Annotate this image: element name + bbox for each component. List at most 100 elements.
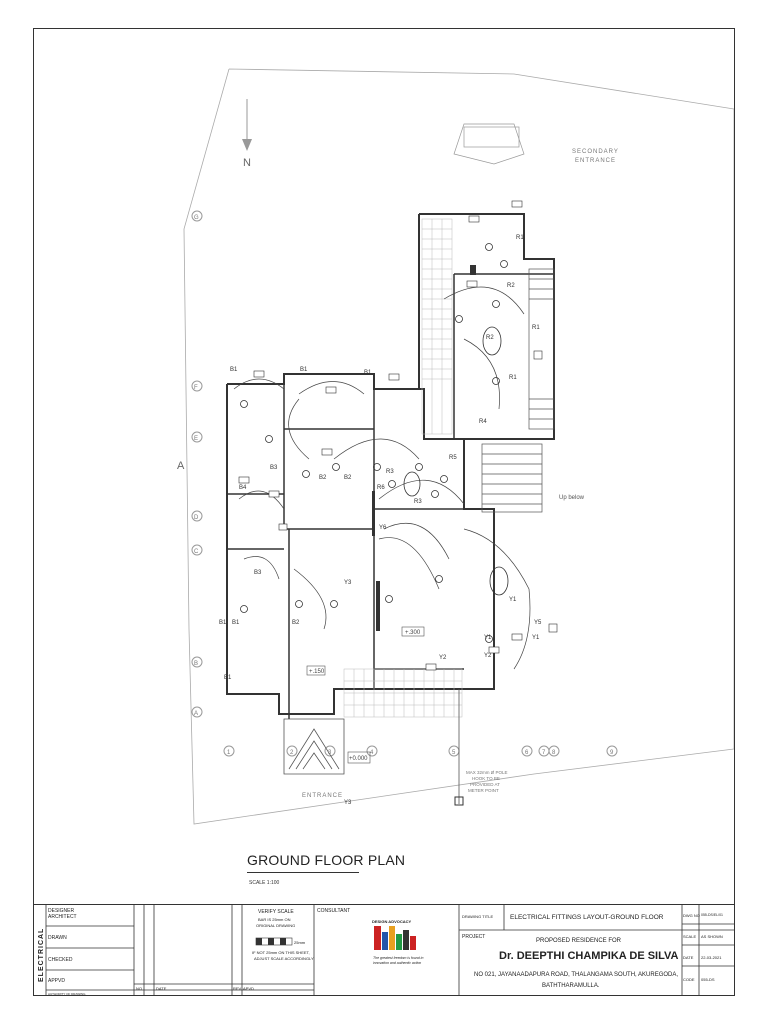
svg-text:2: 2 (290, 750, 294, 756)
svg-text:B3: B3 (270, 465, 278, 471)
svg-text:5: 5 (452, 750, 456, 756)
svg-text:B1: B1 (364, 370, 372, 376)
site-boundary (183, 68, 734, 825)
scale-label: SCALE (683, 934, 697, 939)
svg-text:Y2: Y2 (484, 653, 492, 659)
date-label: DATE (683, 955, 694, 960)
svg-text:E: E (194, 436, 198, 442)
row-drawn: DRAWN (48, 935, 67, 941)
dwg-no: 055-DS/EL/01 (701, 913, 723, 917)
north-arrow: N (242, 99, 252, 169)
rev-rev: REV (233, 986, 242, 991)
row-authority: AUTHORITY OF DRAWING (48, 992, 86, 996)
svg-text:R1: R1 (532, 325, 540, 331)
scale-value: AS SHOWN (701, 934, 723, 939)
drawing-title: ELECTRICAL FITTINGS LAYOUT-GROUND FLOOR (510, 914, 664, 921)
svg-text:Y1: Y1 (509, 597, 517, 603)
svg-text:Y6: Y6 (379, 525, 387, 531)
svg-text:Y2: Y2 (439, 655, 447, 661)
dwg-no-label: DWG NO (683, 913, 700, 918)
grid-letters: G F E D C B A (191, 210, 203, 718)
plan-title-underline (247, 872, 359, 873)
svg-text:R2: R2 (486, 335, 494, 341)
north-label: N (243, 157, 251, 169)
grid-numbers: 1 2 3 4 5 6 7 8 9 (223, 745, 618, 757)
svg-text:8: 8 (552, 750, 556, 756)
svg-text:B1: B1 (230, 367, 238, 373)
logo-text: DESIGN ADVOCACY (372, 919, 412, 924)
svg-text:Y3: Y3 (344, 580, 352, 586)
level-2: +.150 (309, 669, 325, 675)
svg-text:Y1: Y1 (532, 635, 540, 641)
secondary-entrance-line2: ENTRANCE (575, 158, 616, 164)
title-block-grid: The greatest freedom is found in innovat… (38, 904, 734, 995)
plan-scale: SCALE 1:100 (249, 880, 280, 886)
meter-note: MAX 32mm Ø POLE HOOK TO BE PROVIDED AT M… (454, 689, 508, 806)
project-line-1: PROPOSED RESIDENCE FOR (536, 938, 622, 944)
svg-text:F: F (194, 385, 198, 391)
design-advocacy-logo: The greatest freedom is found in innovat… (373, 926, 423, 965)
svg-text:A: A (194, 711, 198, 717)
svg-text:innovation and authentic actio: innovation and authentic action (373, 961, 421, 965)
svg-text:R2: R2 (507, 283, 515, 289)
drawing-title-label: DRAWING TITLE (462, 914, 494, 919)
verify-line-2: ORIGINAL DRAWING (256, 923, 296, 928)
row-appvd: APPVD (48, 978, 65, 984)
paving-hatch (343, 218, 463, 718)
svg-text:The greatest freedom is found: The greatest freedom is found in (373, 956, 423, 960)
svg-text:R1: R1 (509, 375, 517, 381)
side-label-electrical: ELECTRICAL (38, 928, 45, 982)
consultant-label: CONSULTANT (317, 908, 351, 914)
svg-text:3: 3 (328, 750, 332, 756)
svg-text:9: 9 (610, 750, 614, 756)
svg-text:Y1: Y1 (484, 635, 492, 641)
svg-text:R1: R1 (516, 235, 524, 241)
svg-text:B1: B1 (224, 675, 232, 681)
svg-text:PROVIDED AT: PROVIDED AT (470, 782, 500, 787)
verify-scale: VERIFY SCALE (258, 909, 294, 915)
svg-text:HOOK TO BE: HOOK TO BE (472, 776, 500, 781)
svg-text:R4: R4 (479, 419, 487, 425)
svg-text:7: 7 (542, 750, 546, 756)
svg-text:B1: B1 (219, 620, 227, 626)
svg-text:R3: R3 (414, 499, 422, 505)
verify-scale-bar (255, 937, 293, 946)
verify-line-1: BAR IS 25mm ON (258, 917, 291, 922)
row-checked: CHECKED (48, 957, 73, 963)
floor-plan-drawing: N SECONDARY ENTRANCE A G F E D C B A 1 2… (177, 68, 734, 825)
svg-text:B1: B1 (300, 367, 308, 373)
project-label: PROJECT (462, 934, 486, 940)
secondary-entrance-line1: SECONDARY (572, 149, 619, 155)
svg-text:R6: R6 (377, 485, 385, 491)
svg-text:MAX 32mm Ø POLE: MAX 32mm Ø POLE (466, 770, 508, 775)
rev-apvd: APVD (243, 986, 254, 991)
address-line-2: BATHTHARAMULLA. (542, 983, 600, 989)
entrance-porch (283, 718, 345, 775)
svg-text:Y5: Y5 (534, 620, 542, 626)
switch-boxes (238, 200, 558, 671)
svg-text:R3: R3 (386, 469, 394, 475)
svg-text:B2: B2 (319, 475, 327, 481)
svg-text:METER POINT: METER POINT (468, 788, 499, 793)
verify-note-2: ADJUST SCALE ACCORDINGLY (254, 956, 314, 961)
secondary-entrance: SECONDARY ENTRANCE (453, 123, 619, 165)
svg-text:1: 1 (227, 750, 231, 756)
stair-note: Up below (559, 495, 585, 501)
code-value: 055-DS (701, 977, 715, 982)
svg-text:G: G (194, 215, 199, 221)
wiring-arcs (233, 286, 531, 670)
verify-note-1: IF NOT 25mm ON THIS SHEET, (252, 950, 310, 955)
svg-text:4: 4 (370, 750, 374, 756)
svg-text:C: C (194, 549, 199, 555)
svg-text:B: B (194, 661, 198, 667)
date-value: 22-03-2021 (701, 955, 722, 960)
light-fixtures (240, 243, 509, 643)
level-3: +0.000 (349, 756, 368, 762)
verify-mm: 25mm (294, 940, 306, 945)
svg-text:B1: B1 (232, 620, 240, 626)
staircase (481, 268, 555, 513)
svg-text:R5: R5 (449, 455, 457, 461)
svg-text:6: 6 (525, 750, 529, 756)
project-line-2: Dr. DEEPTHI CHAMPIKA DE SILVA (499, 950, 679, 962)
plan-title: GROUND FLOOR PLAN (247, 852, 406, 868)
